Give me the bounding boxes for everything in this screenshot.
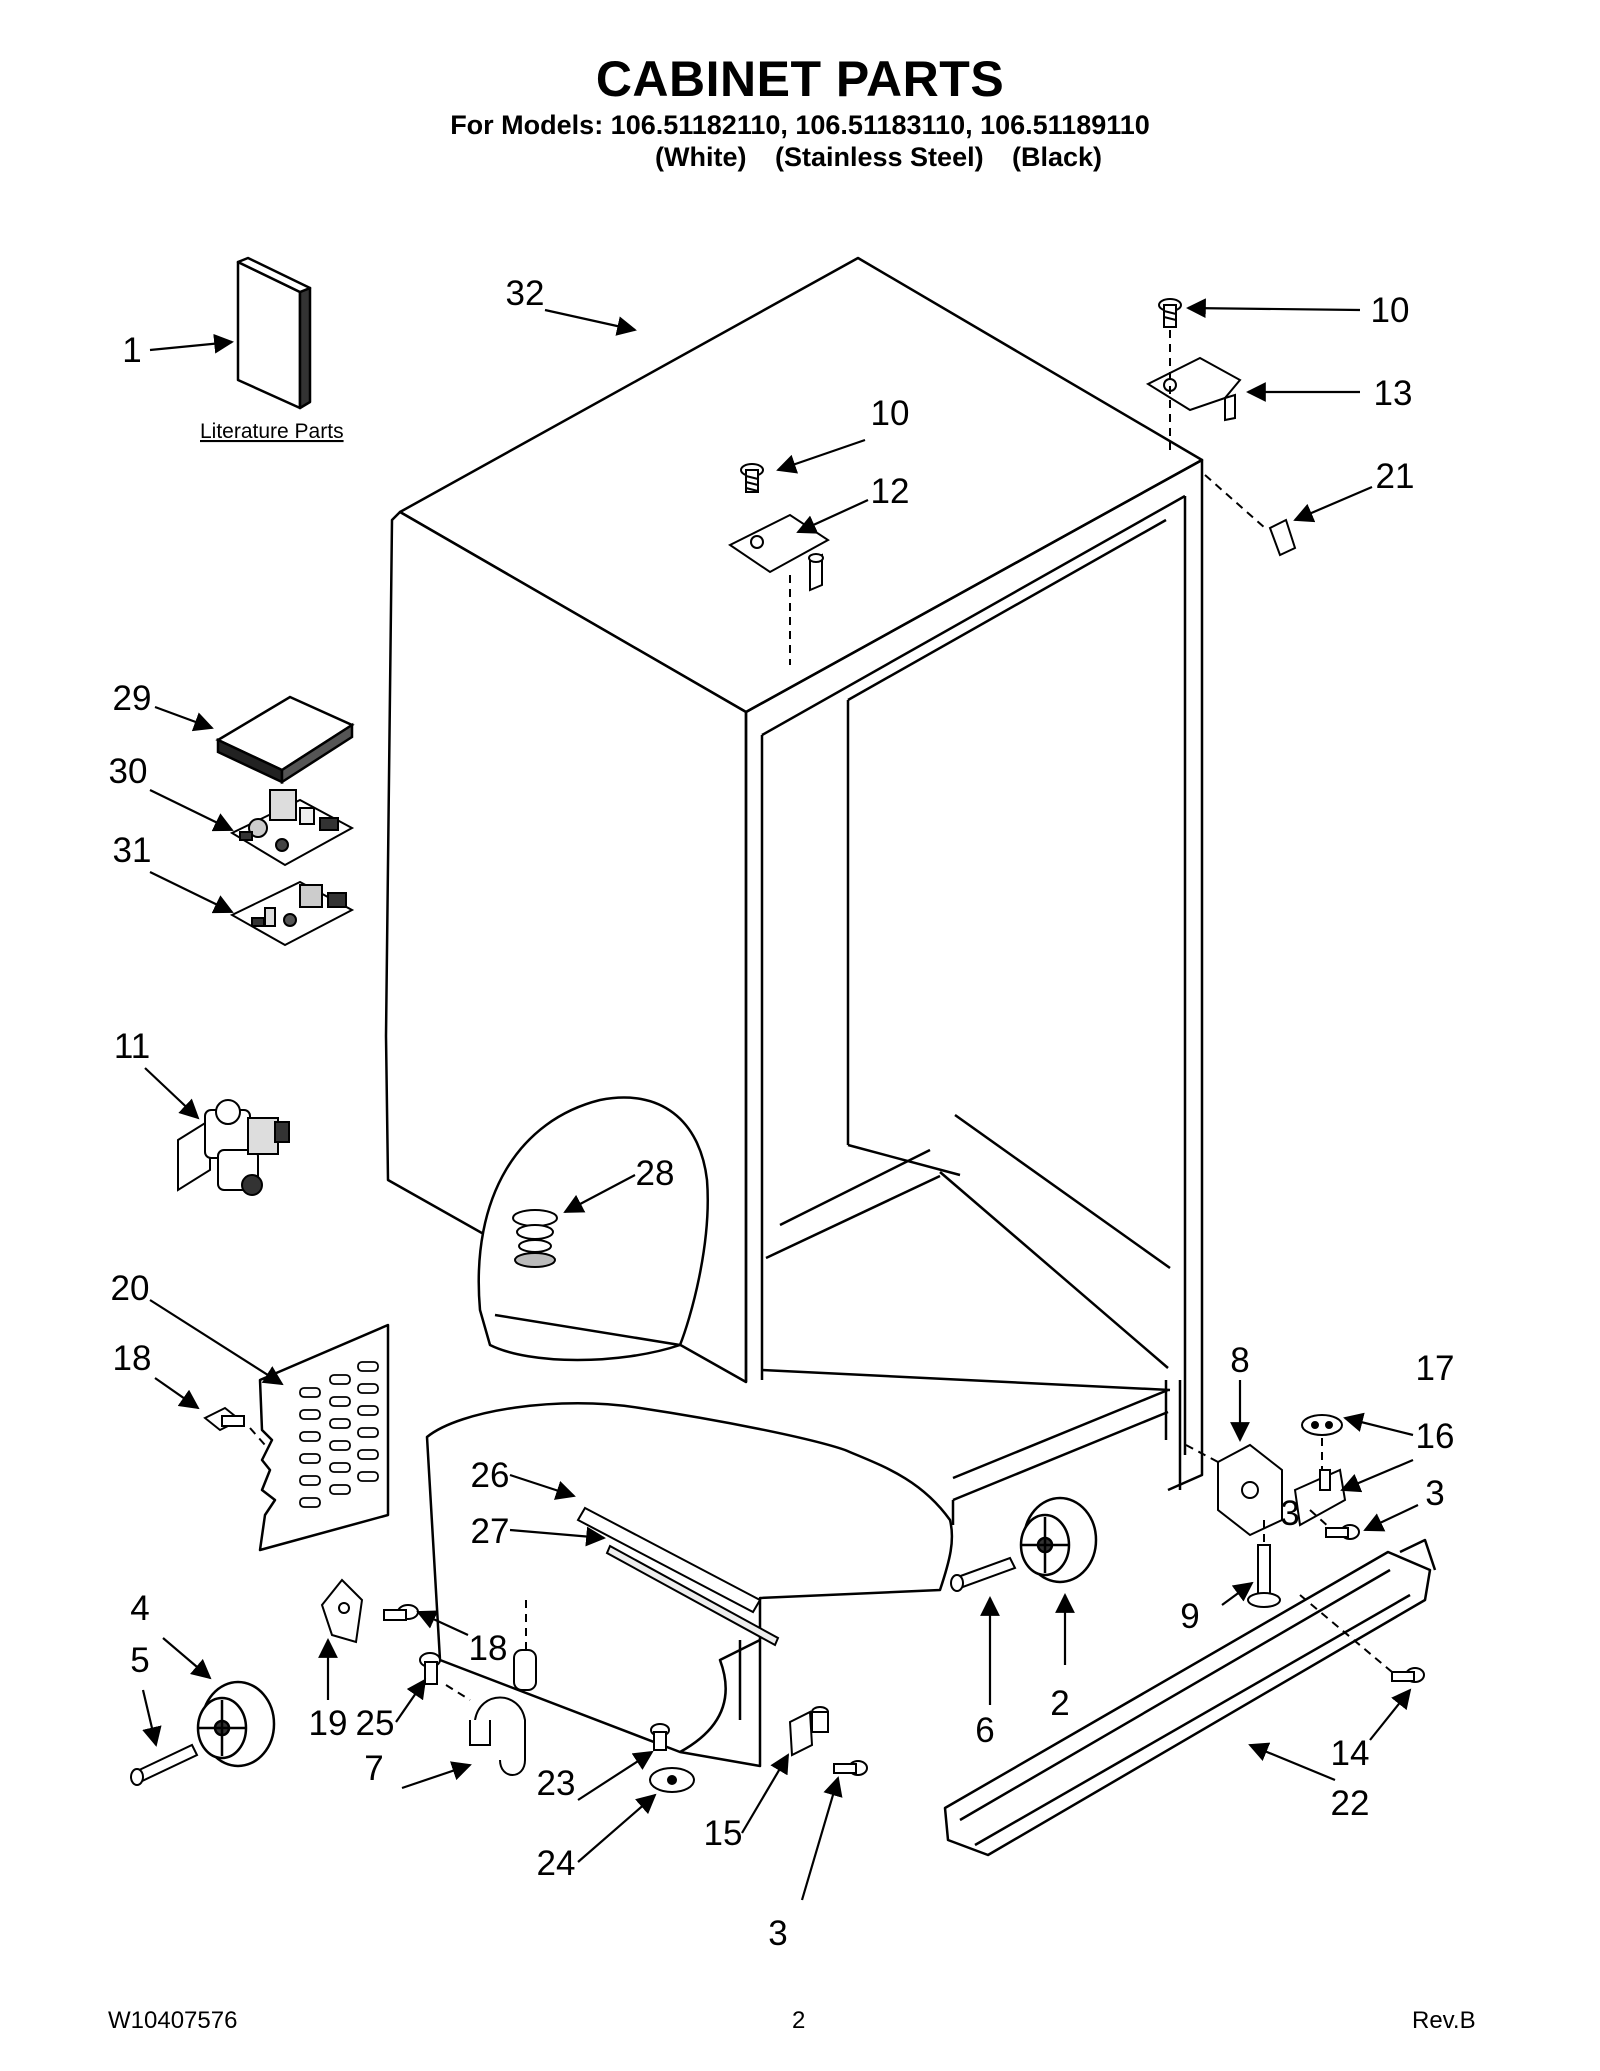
callout-7: 7 [364, 1749, 383, 1788]
callout-18: 18 [113, 1339, 152, 1378]
callout-30: 30 [109, 752, 148, 791]
drain-trap-illustration [469, 1649, 537, 1776]
callout-8: 8 [1230, 1341, 1249, 1380]
axle-pin-illustration [130, 1743, 199, 1786]
document-number: W10407576 [108, 2007, 238, 2034]
drain-tube-illustration [576, 1506, 780, 1647]
color-white: (White) [655, 142, 747, 172]
water-valve-illustration [177, 1099, 290, 1196]
base-grille-illustration [943, 1538, 1437, 1857]
screw-illustration [383, 1604, 419, 1621]
drain-grommet-illustration [512, 1209, 558, 1268]
revision: Rev.B [1412, 2007, 1476, 2034]
screw-illustration [419, 1652, 441, 1685]
screw-illustration [1391, 1667, 1425, 1683]
callout-17: 17 [1416, 1349, 1455, 1388]
callout-24: 24 [537, 1844, 576, 1883]
color-stainless: (Stainless Steel) [775, 142, 984, 172]
callout-16: 16 [1416, 1417, 1455, 1456]
callout-25: 25 [356, 1704, 395, 1743]
leveling-bolt-illustration [1247, 1544, 1281, 1608]
shim-illustration [649, 1767, 695, 1793]
callout-26: 26 [471, 1456, 510, 1495]
hinge-bracket-illustration [788, 1706, 829, 1757]
screw-illustration [650, 1723, 670, 1751]
callout-4: 4 [130, 1589, 149, 1628]
callout-15: 15 [704, 1814, 743, 1853]
callout-11: 11 [114, 1027, 150, 1066]
callout-18: 18 [469, 1629, 508, 1668]
screw-illustration [203, 1406, 245, 1432]
callout-21: 21 [1376, 457, 1415, 496]
callout-12: 12 [871, 472, 910, 511]
callout-6: 6 [975, 1711, 994, 1750]
callout-31: 31 [113, 831, 152, 870]
screw-illustration [1325, 1524, 1360, 1540]
page-number: 2 [792, 2007, 806, 2034]
callout-29: 29 [113, 679, 152, 718]
callout-27: 27 [471, 1512, 510, 1551]
literature-parts-label: Literature Parts [200, 420, 344, 443]
page-title: CABINET PARTS [595, 51, 1005, 107]
callout-2: 2 [1050, 1684, 1069, 1723]
clip-bracket-illustration [320, 1578, 364, 1644]
roller-wheel-illustration [1019, 1496, 1098, 1584]
callout-10: 10 [1371, 291, 1410, 330]
callout-19: 19 [309, 1704, 348, 1743]
callout-5: 5 [130, 1641, 149, 1680]
color-black: (Black) [1012, 142, 1103, 172]
callout-28: 28 [636, 1154, 675, 1193]
callout-32: 32 [506, 274, 545, 313]
assembly-guide-lines [249, 330, 1393, 1701]
callout-13: 13 [1374, 374, 1413, 413]
callout-3: 3 [1280, 1494, 1299, 1533]
callout-3: 3 [768, 1914, 787, 1953]
literature-booklet-illustration [236, 256, 312, 410]
screw-illustration [1158, 298, 1182, 328]
bottom-hinge-illustration [1293, 1468, 1347, 1527]
callout-14: 14 [1331, 1734, 1370, 1773]
callout-3: 3 [1425, 1474, 1444, 1513]
power-control-board-illustration [229, 789, 355, 867]
callout-9: 9 [1180, 1597, 1199, 1636]
callout-20: 20 [111, 1269, 150, 1308]
screw-illustration [740, 463, 764, 493]
models-line: For Models: 106.51182110, 106.51183110, … [450, 110, 1150, 140]
dispenser-control-board-illustration [229, 880, 355, 947]
cabinet-illustration [258, 256, 1204, 1768]
hinge-shim-illustration [1301, 1414, 1343, 1436]
leveling-bracket-illustration [1217, 1443, 1283, 1537]
screw-illustration [833, 1760, 868, 1776]
callout-numbers: 1 2 3 3 3 4 5 6 7 8 9 10 10 11 12 13 14 … [109, 274, 1455, 1953]
callout-1: 1 [122, 331, 141, 370]
top-hinge-illustration [1145, 356, 1242, 422]
axle-pin-illustration [950, 1556, 1017, 1592]
callout-leaders [141, 298, 1419, 1901]
roller-wheel-illustration [196, 1680, 276, 1768]
callout-22: 22 [1331, 1784, 1370, 1823]
callout-23: 23 [537, 1764, 576, 1803]
control-box-cover-illustration [215, 695, 355, 785]
hinge-pin-illustration [1268, 518, 1297, 557]
callout-10: 10 [871, 394, 910, 433]
model-colors: (White) (Stainless Steel) (Black) [0, 142, 1600, 178]
